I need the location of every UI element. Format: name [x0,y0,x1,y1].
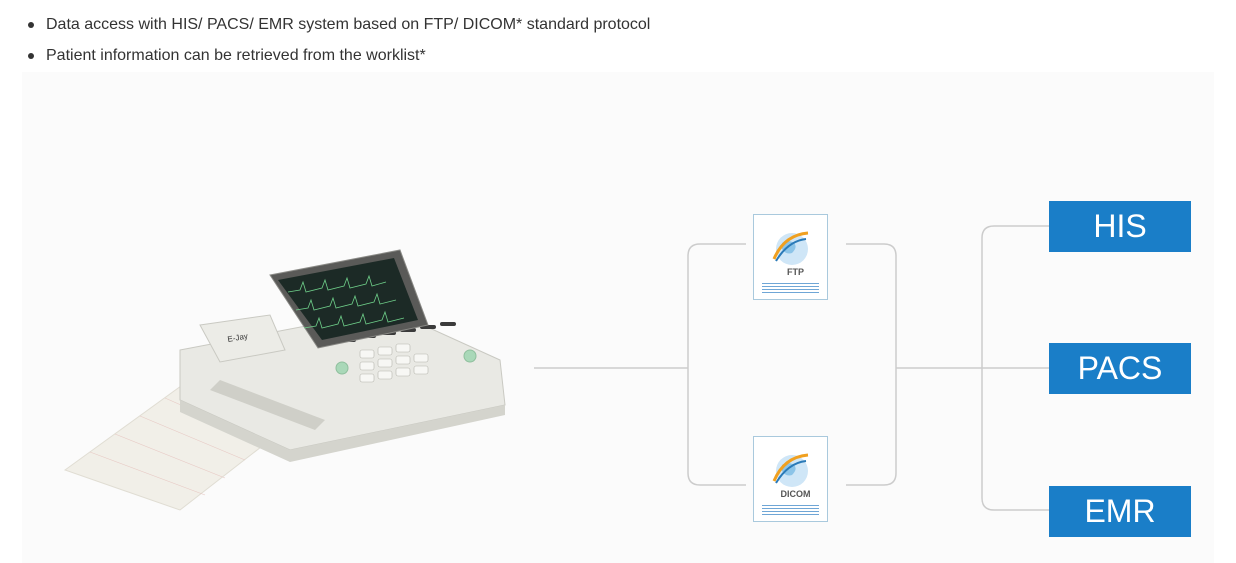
emr-system-box: EMR [1049,486,1191,537]
his-system-box: HIS [1049,201,1191,252]
dicom-protocol-document: DICOM [753,436,828,522]
device-brand-label: E-Jay [227,332,249,344]
feature-item: Data access with HIS/ PACS/ EMR system b… [24,9,650,40]
globe-icon [772,231,809,265]
globe-icon [772,453,809,487]
diagram-panel [22,72,1214,563]
ftp-protocol-document: FTP [753,214,828,300]
ftp-label: FTP [787,267,804,277]
feature-list: Data access with HIS/ PACS/ EMR system b… [24,9,650,71]
dicom-label: DICOM [780,489,811,499]
document-lines [762,505,819,515]
feature-item: Patient information can be retrieved fro… [24,40,650,71]
document-lines [762,283,819,293]
pacs-system-box: PACS [1049,343,1191,394]
ecg-device-illustration: E-Jay [63,249,506,511]
